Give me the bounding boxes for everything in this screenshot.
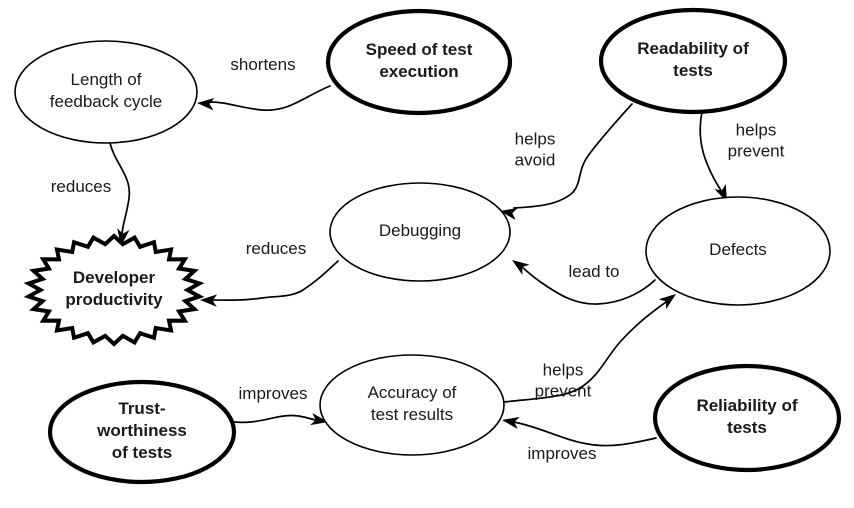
edge-length-reduces-productivity: reduces xyxy=(51,142,131,246)
edge-label: lead to xyxy=(568,262,619,281)
edge-label: reduces xyxy=(246,239,306,258)
node-shape-starburst xyxy=(23,233,205,347)
edge-path xyxy=(209,85,331,111)
edge-debugging-reduces-productivity: reduces xyxy=(200,239,339,307)
arrowhead-icon xyxy=(197,98,215,111)
node-shape-ellipse xyxy=(319,354,505,456)
node-shape-ellipse xyxy=(47,379,237,485)
edge-label: shortens xyxy=(230,55,295,74)
edge-label: improves xyxy=(528,444,597,463)
arrowhead-icon xyxy=(310,412,328,426)
node-shape-ellipse xyxy=(14,40,198,144)
node-shape-ellipse xyxy=(325,8,513,116)
node-defects[interactable]: Defects xyxy=(645,196,831,306)
edge-path xyxy=(109,142,131,235)
edge-path xyxy=(503,301,667,403)
node-debugging[interactable]: Debugging xyxy=(329,182,511,282)
node-shape-ellipse xyxy=(598,7,788,115)
edge-speed-shortens-length: shortens xyxy=(197,55,331,111)
edge-label: reduces xyxy=(51,177,111,196)
node-label: Debugging xyxy=(379,221,461,240)
node-shape-ellipse xyxy=(645,196,831,306)
node-shape-ellipse xyxy=(652,363,842,473)
node-shape-ellipse xyxy=(329,182,511,282)
arrowhead-icon xyxy=(500,207,518,221)
edge-path xyxy=(699,111,723,193)
edge-path xyxy=(233,414,317,424)
edge-reliability-improves-accuracy: improves xyxy=(502,416,657,463)
edge-label: improves xyxy=(239,384,308,403)
arrowhead-icon xyxy=(512,260,530,275)
edge-path xyxy=(522,267,656,305)
node-label: Defects xyxy=(709,240,767,259)
arrowhead-icon xyxy=(502,416,520,430)
edge-trustworthiness-improves-accuracy: improves xyxy=(233,384,328,426)
edge-path xyxy=(211,260,339,302)
edge-path xyxy=(513,103,633,209)
arrowhead-icon xyxy=(658,294,676,310)
edge-defects-lead-to-debugging: lead to xyxy=(512,260,656,305)
edge-path xyxy=(513,421,657,447)
arrowhead-icon xyxy=(200,294,218,307)
